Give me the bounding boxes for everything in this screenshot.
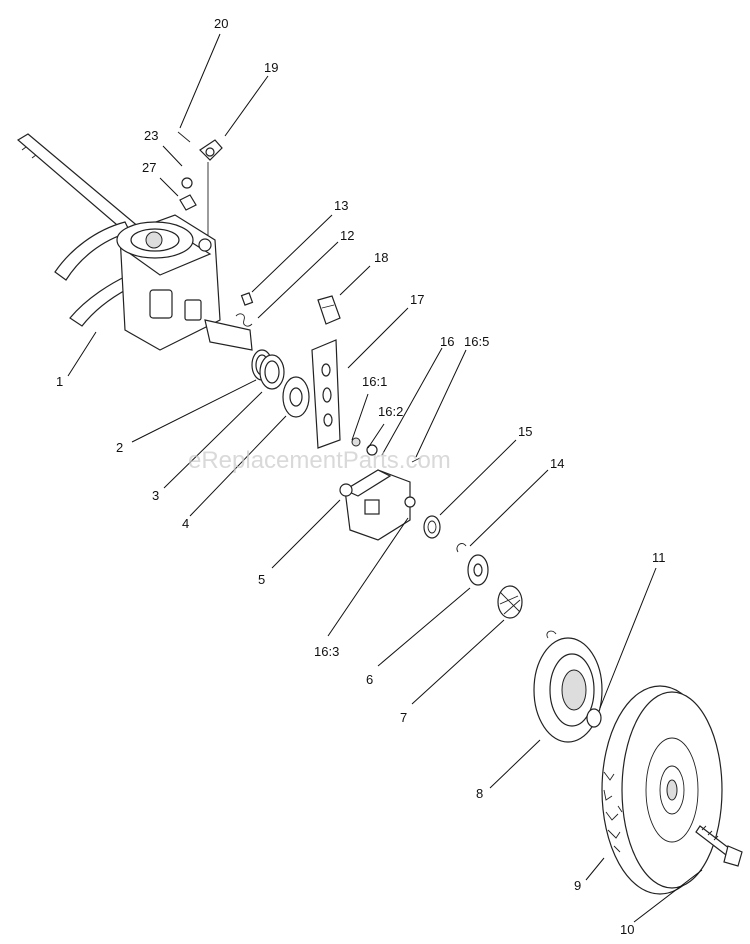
callout-labels: 20 19 23 27 13 12 18 17 16 16:5 16:1 16:… (56, 16, 666, 937)
callout-23: 23 (144, 128, 158, 143)
callout-6: 6 (366, 672, 373, 687)
parts-drawing (16, 131, 743, 895)
callout-8: 8 (476, 786, 483, 801)
bracket-clip (317, 295, 341, 325)
bearing-washers (251, 349, 310, 418)
callout-20: 20 (214, 16, 228, 31)
watermark: eReplacementParts.com (188, 447, 451, 474)
callout-9: 9 (574, 878, 581, 893)
callout-16-1: 16:1 (362, 374, 387, 389)
callout-15: 15 (518, 424, 532, 439)
callout-16: 16 (440, 334, 454, 349)
callout-1: 1 (56, 374, 63, 389)
callout-3: 3 (152, 488, 159, 503)
callout-27: 27 (142, 160, 156, 175)
callout-16-3: 16:3 (314, 644, 339, 659)
callout-5: 5 (258, 572, 265, 587)
key-and-spring (235, 292, 254, 327)
callout-17: 17 (410, 292, 424, 307)
callout-2: 2 (116, 440, 123, 455)
adjuster-bracket (339, 437, 421, 541)
callout-4: 4 (182, 516, 189, 531)
transmission-housing (116, 214, 253, 351)
bushing-11 (586, 708, 602, 728)
wheel-9 (601, 685, 723, 895)
bolt-10 (695, 825, 743, 867)
callout-12: 12 (340, 228, 354, 243)
washer-15 (423, 515, 441, 539)
callout-16-5: 16:5 (464, 334, 489, 349)
height-plate (311, 339, 341, 449)
leader-lines (67, 33, 703, 923)
callout-18: 18 (374, 250, 388, 265)
callout-11: 11 (652, 550, 666, 565)
cable-end-parts (177, 131, 223, 235)
callout-7: 7 (400, 710, 407, 725)
clip-and-spacer (456, 543, 489, 586)
callout-14: 14 (550, 456, 564, 471)
callout-10: 10 (620, 922, 634, 937)
callout-19: 19 (264, 60, 278, 75)
pinion-gear (497, 585, 523, 619)
callout-13: 13 (334, 198, 348, 213)
callout-16-2: 16:2 (378, 404, 403, 419)
wheel-gear-cover (533, 630, 603, 743)
